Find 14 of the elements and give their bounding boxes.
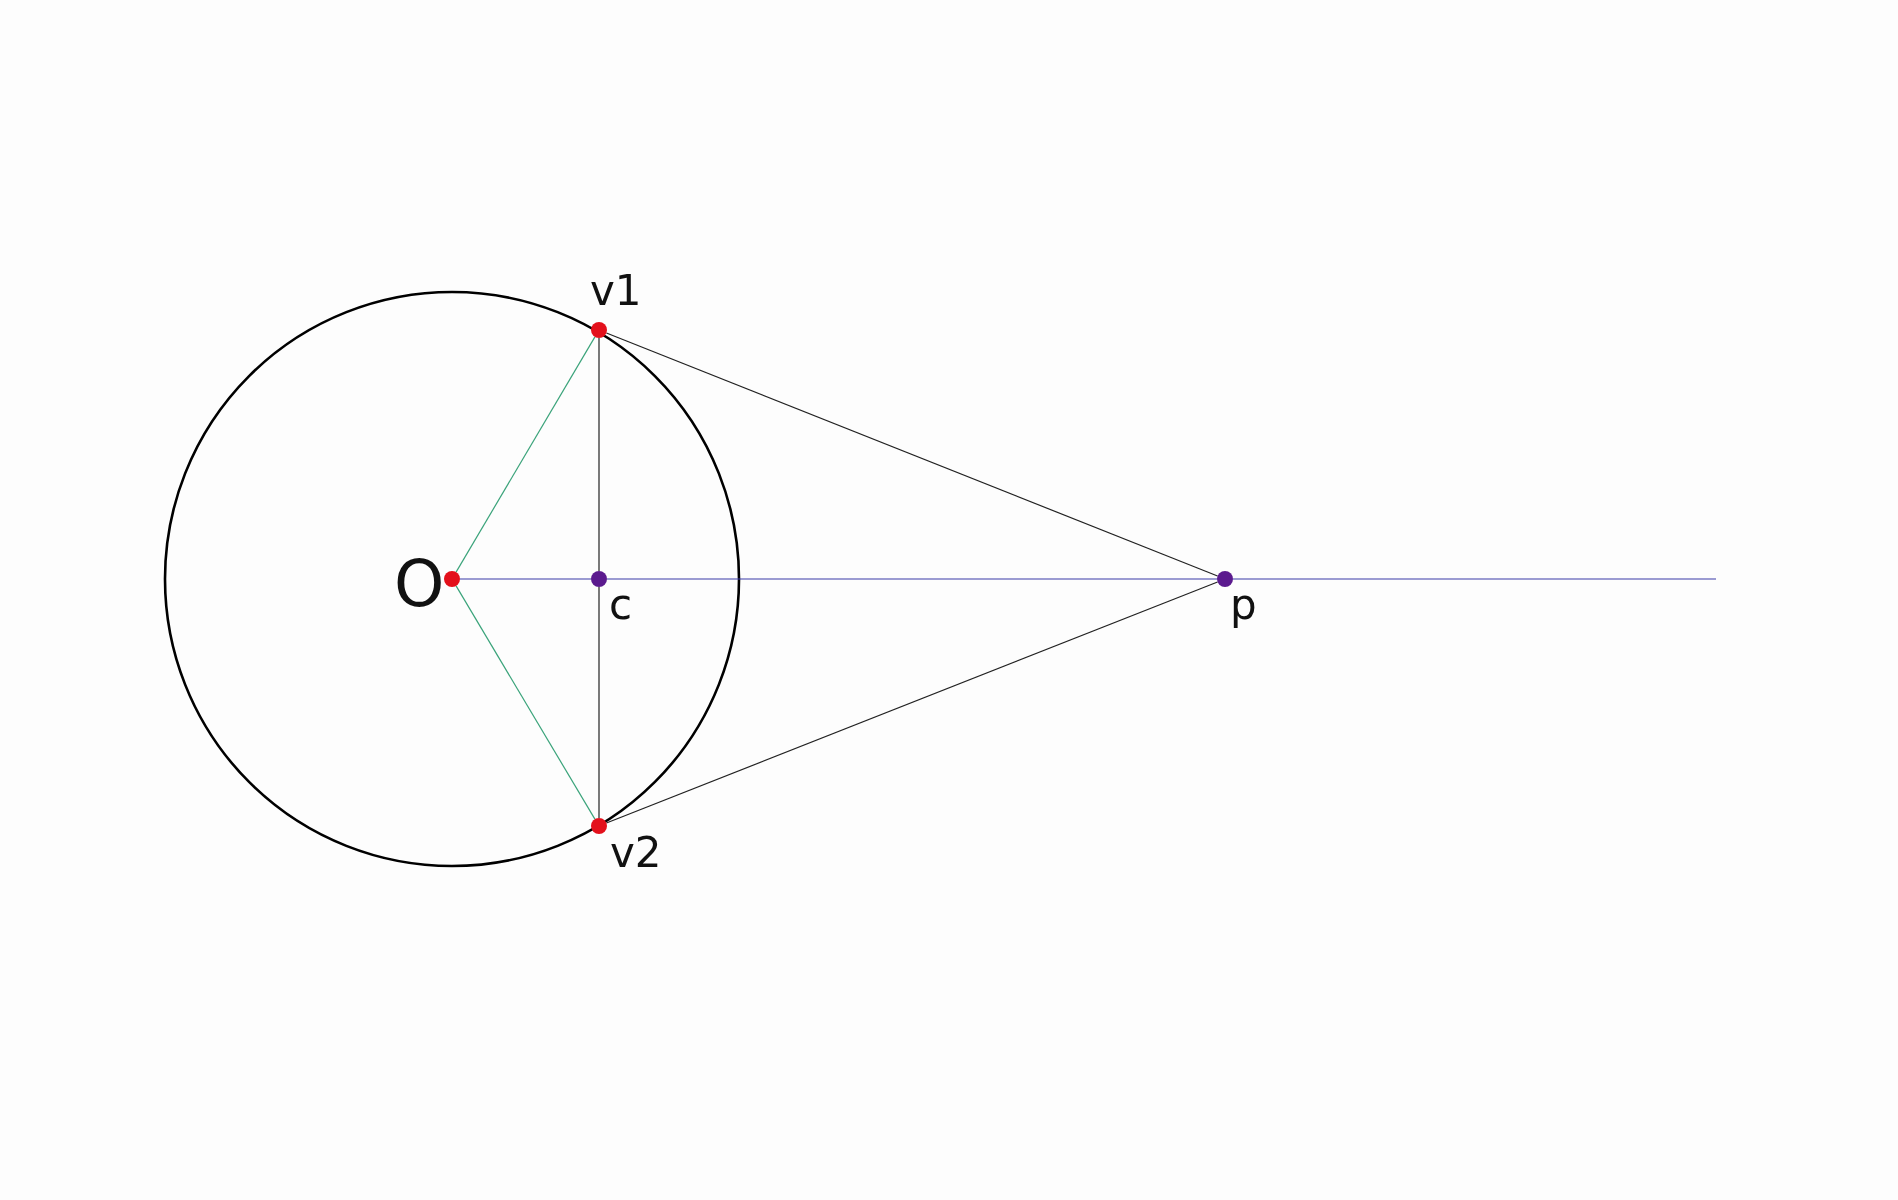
- line-segment: [598, 586, 600, 819]
- line-segment: [605, 332, 1219, 577]
- point-label: O: [394, 552, 445, 616]
- line-segment: [459, 578, 592, 580]
- line-segment: [1232, 578, 1717, 580]
- point-label: v2: [610, 832, 662, 874]
- line-segment: [605, 581, 1219, 824]
- line-segment: [606, 578, 1218, 580]
- line-segment: [598, 337, 600, 572]
- point-label: c: [609, 584, 633, 626]
- point-label: v1: [590, 270, 642, 312]
- point-label: p: [1230, 584, 1257, 626]
- line-segment: [455, 585, 596, 820]
- line-segment: [455, 336, 596, 573]
